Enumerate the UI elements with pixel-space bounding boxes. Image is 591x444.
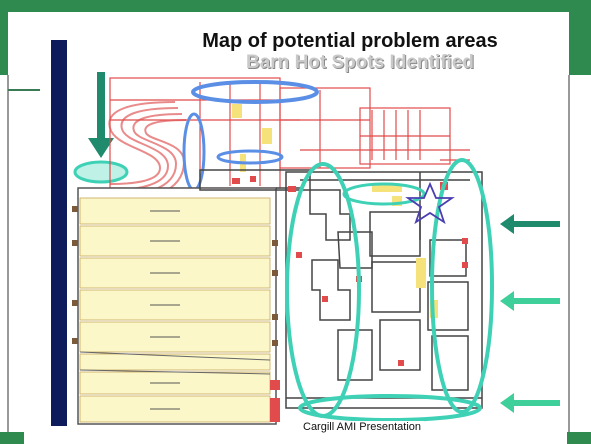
star-icon: [405, 181, 455, 225]
navy-vertical-bar: [51, 40, 67, 426]
hotspot-ellipse-right-top: [342, 182, 426, 206]
hotspot-ellipse-right-right: [430, 158, 494, 414]
slide-title: Map of potential problem areas: [202, 30, 498, 52]
upper-building-plan: [109, 77, 470, 189]
slide-footer: Cargill AMI Presentation: [300, 421, 424, 433]
top-bar-band: [0, 0, 591, 12]
bottom-left-band: [0, 432, 24, 444]
down-arrow-icon: [88, 72, 114, 158]
left-arrow-icon-bottom: [500, 393, 560, 413]
left-pen-label-dashes: [150, 210, 180, 410]
slide-subtitle: Barn Hot Spots Identified: [246, 52, 474, 73]
top-right-band: [565, 0, 591, 75]
left-arrow-icon-middle: [500, 291, 560, 311]
hotspot-ellipse-entry: [73, 160, 129, 184]
left-pen-gates: [72, 206, 278, 346]
bottom-right-band: [567, 432, 591, 444]
hotspot-ellipse-middle: [216, 149, 284, 165]
left-pen-area: [77, 187, 277, 425]
hotspot-ellipse-top-alley: [191, 80, 319, 104]
left-pen-red-marks: [270, 380, 280, 422]
connector-markers: [232, 176, 296, 192]
left-arrow-icon-top: [500, 214, 560, 234]
hotspot-ellipse-right-bottom: [298, 394, 482, 422]
